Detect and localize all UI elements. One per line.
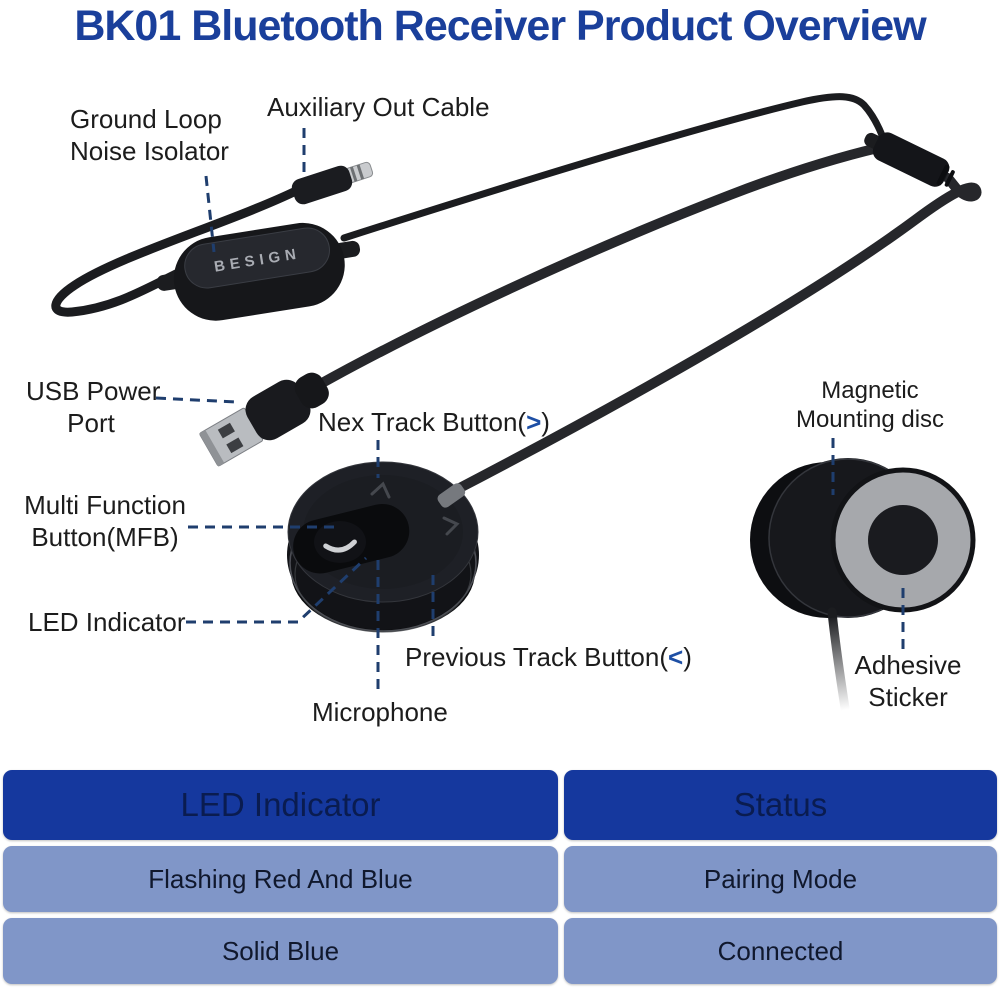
usb-hole bbox=[226, 437, 244, 454]
next-track-mark bbox=[370, 481, 391, 499]
ground-loop-isolator-device: BESIGN bbox=[156, 222, 361, 321]
label-text: Nex Track Button( bbox=[318, 407, 527, 437]
leader-ground-loop bbox=[204, 175, 216, 253]
aux-jack-body bbox=[291, 165, 353, 205]
leader-led bbox=[186, 556, 368, 624]
leader-usb-power bbox=[155, 396, 237, 404]
page-title: BK01 Bluetooth Receiver Product Overview bbox=[74, 2, 926, 50]
magnetic-mounting-disc bbox=[750, 458, 976, 713]
disc-cable bbox=[827, 607, 850, 713]
adhesive-sticker-center bbox=[868, 505, 938, 575]
table-cell-status-pairing: Pairing Mode bbox=[564, 846, 997, 912]
table-header-status: Status bbox=[564, 770, 997, 840]
usb-overmold bbox=[245, 379, 311, 441]
label-line: Ground Loop bbox=[70, 104, 222, 134]
usb-neck bbox=[294, 372, 329, 409]
table-cell-status-connected: Connected bbox=[564, 918, 997, 984]
label-line: USB Power bbox=[26, 376, 161, 406]
label-line: Sticker bbox=[868, 681, 948, 712]
label-multi-function-button: Multi Function Button(MFB) bbox=[10, 490, 200, 553]
label-magnetic-mounting-disc: Magnetic Mounting disc bbox=[788, 376, 952, 435]
product-diagram: BESIGN bbox=[51, 93, 982, 713]
isolator-top-face bbox=[184, 227, 330, 289]
label-line: Multi Function bbox=[24, 490, 186, 520]
puck-strain-relief bbox=[437, 483, 466, 508]
usb-hole bbox=[217, 422, 235, 439]
cables bbox=[51, 93, 982, 497]
usb-power-cable bbox=[301, 143, 883, 397]
table-header-led-indicator: LED Indicator bbox=[3, 770, 558, 840]
label-line: Adhesive bbox=[854, 650, 962, 680]
table-cell-led-flashing: Flashing Red And Blue bbox=[3, 846, 558, 912]
label-microphone: Microphone bbox=[312, 697, 448, 727]
usb-connector bbox=[199, 372, 329, 467]
aux-jack-groove bbox=[356, 164, 365, 180]
led-status-table: LED Indicator Status Flashing Red And Bl… bbox=[3, 770, 997, 984]
label-line: Noise Isolator bbox=[70, 135, 229, 166]
label-line: Mounting disc bbox=[795, 406, 945, 434]
mfb-button bbox=[314, 521, 366, 563]
usb-metal-tip bbox=[199, 430, 225, 467]
label-text: ) bbox=[683, 642, 692, 672]
aux-jack-groove bbox=[349, 166, 358, 182]
label-line: Button(MFB) bbox=[31, 521, 179, 552]
junction-rib bbox=[936, 164, 950, 186]
junction-rib bbox=[944, 170, 955, 187]
prev-chevron-icon: < bbox=[668, 642, 684, 672]
bluetooth-receiver-puck bbox=[287, 461, 479, 633]
label-adhesive-sticker: Adhesive Sticker bbox=[843, 650, 973, 713]
label-line: Magnetic bbox=[821, 377, 919, 404]
aux-cable-loop bbox=[51, 185, 303, 317]
table-cell-led-solid: Solid Blue bbox=[3, 918, 558, 984]
aux-out-cable bbox=[340, 93, 890, 242]
label-led-indicator: LED Indicator bbox=[28, 607, 186, 637]
junction-body bbox=[872, 132, 950, 187]
aux-jack bbox=[291, 161, 374, 205]
label-line: Port bbox=[67, 407, 115, 438]
label-text: ) bbox=[541, 407, 550, 437]
receiver-cable bbox=[447, 173, 982, 497]
leader-lines bbox=[155, 128, 905, 693]
prev-track-mark bbox=[442, 516, 460, 536]
label-previous-track-button: Previous Track Button(<) bbox=[405, 642, 692, 674]
cable-junction bbox=[864, 132, 955, 187]
next-chevron-icon: > bbox=[526, 407, 542, 437]
label-auxiliary-out-cable: Auxiliary Out Cable bbox=[267, 92, 490, 122]
label-ground-loop-noise-isolator: Ground Loop Noise Isolator bbox=[70, 104, 229, 167]
label-usb-power-port: USB Power Port bbox=[26, 376, 161, 439]
label-text: Previous Track Button( bbox=[405, 642, 668, 672]
label-next-track-button: Nex Track Button(>) bbox=[318, 407, 550, 439]
phone-icon bbox=[323, 539, 357, 553]
